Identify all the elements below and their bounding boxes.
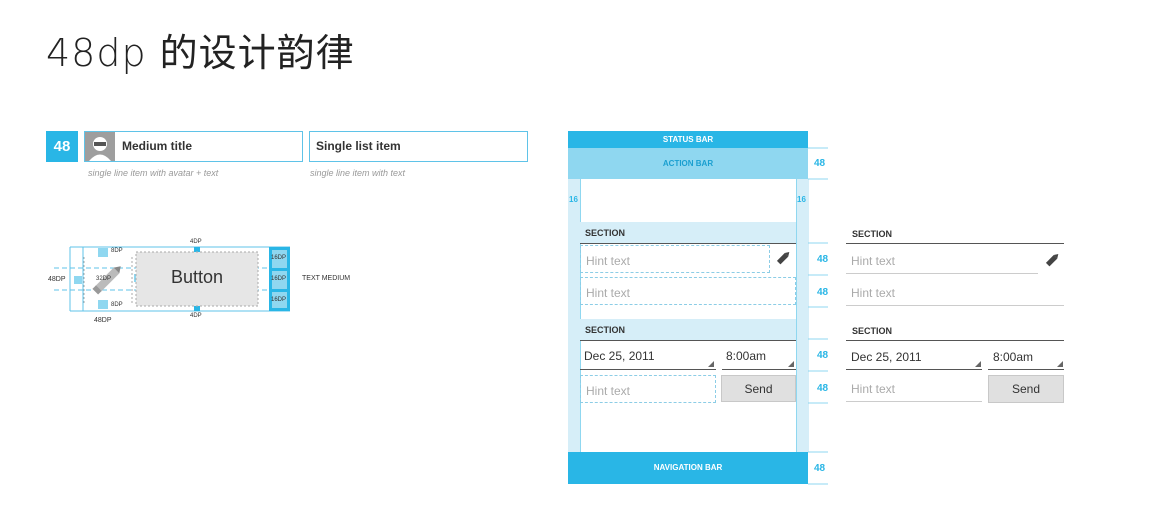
right-section-1-label: SECTION (852, 229, 893, 239)
phone-hint-field-3[interactable]: Hint text (580, 375, 716, 403)
phone-hint-3: Hint text (586, 384, 631, 398)
dropdown-indicator (708, 361, 714, 367)
phone-section-1-label: SECTION (585, 228, 626, 238)
dp-badge: 48 (46, 131, 78, 162)
pencil-icon[interactable] (775, 249, 793, 267)
label-text-style: TEXT MEDIUM (302, 275, 351, 282)
action-bar: ACTION BAR (568, 148, 808, 179)
avatar-icon (85, 132, 115, 161)
side-label-nav: 48 (814, 463, 826, 474)
right-section-2: SECTION (846, 319, 1064, 341)
side-label-action: 48 (814, 158, 826, 169)
right-margin-column (796, 179, 809, 452)
dropdown-indicator (975, 361, 981, 367)
right-time: 8:00am (993, 350, 1034, 364)
dropdown-indicator (1057, 361, 1063, 367)
single-item-caption: single line item with text (310, 168, 406, 178)
right-section-1: SECTION (846, 222, 1064, 244)
right-time-field[interactable]: 8:00am (988, 344, 1064, 370)
phone-time: 8:00am (726, 349, 767, 363)
side-label-row2: 48 (817, 287, 829, 298)
margin-right-label: 16 (797, 195, 806, 204)
dropdown-indicator (788, 361, 794, 367)
side-label-row3: 48 (817, 350, 829, 361)
label-icon-size: 32DP (96, 276, 112, 282)
side-label-row1: 48 (817, 254, 829, 265)
right-hint-field-3[interactable]: Hint text (846, 376, 982, 402)
single-item-title: Single list item (316, 139, 401, 153)
diagram-button: Button (170, 267, 224, 287)
phone-hint-field-2[interactable]: Hint text (580, 277, 796, 305)
label-right-bottom: 16DP (271, 297, 287, 303)
button-diagram-guides (54, 246, 290, 312)
label-icon-bottom: 8DP (111, 302, 123, 308)
phone-section-1-header: SECTION (580, 222, 796, 244)
pencil-icon (92, 266, 121, 295)
phone-send-button[interactable]: Send (721, 375, 796, 402)
right-hint-field-1[interactable]: Hint text (846, 248, 1038, 274)
right-hint-3: Hint text (851, 382, 896, 396)
phone-date-field[interactable]: Dec 25, 2011 (580, 343, 716, 370)
left-margin-column (568, 179, 581, 452)
label-icon-top: 8DP (111, 248, 123, 254)
label-top: 4DP (190, 239, 202, 245)
side-label-row4: 48 (817, 383, 829, 394)
phone-section-2-header: SECTION (580, 319, 796, 341)
phone-hint-2: Hint text (586, 286, 631, 300)
right-section-2-label: SECTION (852, 326, 893, 336)
right-date: Dec 25, 2011 (851, 350, 922, 364)
right-hint-1: Hint text (851, 254, 896, 268)
right-send-button[interactable]: Send (988, 375, 1064, 403)
spacing-guides (808, 147, 828, 485)
button-diagram: 4DP 4DP 48DP 48DP 8DP 8DP 32DP Button 16… (40, 236, 360, 331)
single-list-item: Single list item (309, 131, 528, 162)
phone-hint-1: Hint text (586, 254, 631, 268)
right-hint-field-2[interactable]: Hint text (846, 280, 1064, 306)
phone-date: Dec 25, 2011 (584, 349, 655, 363)
status-bar: STATUS BAR (568, 131, 808, 148)
page-title: 48dp 的设计韵律 (46, 31, 355, 75)
label-right-mid: 16DP (271, 276, 287, 282)
phone-section-2-label: SECTION (585, 325, 626, 335)
label-left: 48DP (48, 276, 66, 283)
margin-left-label: 16 (569, 195, 578, 204)
right-date-field[interactable]: Dec 25, 2011 (846, 344, 982, 370)
phone-mockup: STATUS BAR ACTION BAR 16 16 SECTION Hint… (568, 131, 809, 484)
avatar-item-caption: single line item with avatar + text (88, 168, 219, 178)
phone-time-field[interactable]: 8:00am (722, 343, 796, 370)
label-bottom: 4DP (190, 313, 202, 319)
phone-hint-field-1[interactable]: Hint text (580, 245, 770, 273)
avatar-item-title: Medium title (122, 139, 193, 153)
right-hint-2: Hint text (851, 286, 896, 300)
label-right-top: 16DP (271, 255, 287, 261)
pencil-icon[interactable] (1044, 251, 1062, 269)
avatar-list-item: Medium title (84, 131, 303, 162)
navigation-bar: NAVIGATION BAR (568, 452, 808, 484)
label-bottom-left: 48DP (94, 317, 112, 324)
